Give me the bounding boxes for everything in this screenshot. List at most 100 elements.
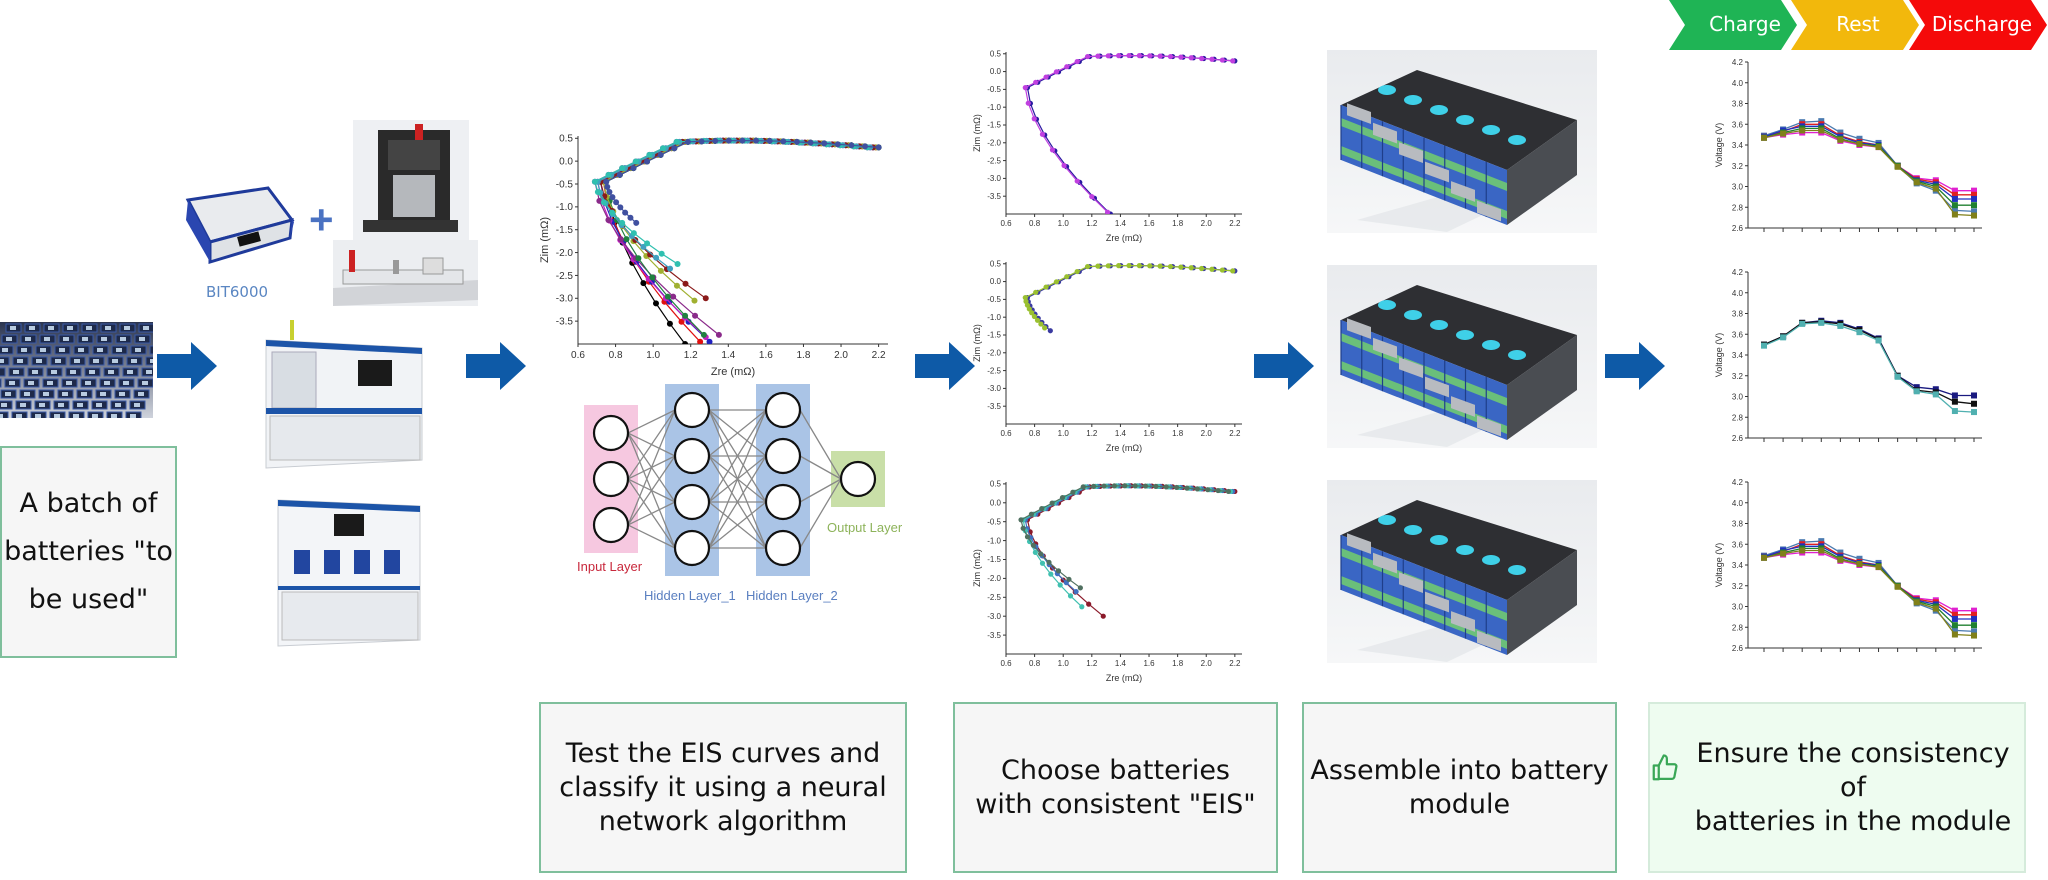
battery-cell-top [82, 337, 88, 341]
data-point [1971, 607, 1977, 614]
step-test-box: Test the EIS curves and classify it usin… [539, 702, 907, 873]
x-tick-label: 1.4 [1115, 659, 1127, 668]
y-tick-label: 2.6 [1732, 224, 1744, 233]
data-point [1894, 373, 1901, 380]
nn-edge [627, 409, 676, 480]
data-point [1104, 209, 1111, 214]
phase-discharge [1909, 0, 2048, 50]
data-point [807, 139, 814, 146]
data-point [606, 189, 613, 195]
data-point [1122, 483, 1128, 489]
data-point [1219, 57, 1225, 63]
x-tick-label: 2.2 [872, 350, 886, 361]
data-point [605, 171, 612, 178]
data-point [682, 280, 689, 287]
data-point [1951, 398, 1958, 405]
phase-rest [1791, 0, 1921, 50]
data-point [591, 178, 598, 185]
y-tick-label: 3.2 [1732, 162, 1744, 171]
y-tick-label: 4.0 [1732, 499, 1744, 508]
data-point [1837, 549, 1844, 556]
y-tick-label: 4.2 [1732, 58, 1744, 67]
y-tick-label: -2.5 [987, 593, 1001, 602]
x-tick-label: 0.6 [571, 350, 585, 361]
battery-cell-top [21, 348, 27, 352]
data-point [1837, 136, 1844, 143]
battery-cell-top [124, 326, 130, 330]
data-point [1033, 79, 1039, 85]
data-point [674, 261, 681, 267]
data-point [619, 219, 626, 226]
data-point [1856, 329, 1863, 336]
data-point [1951, 202, 1958, 209]
data-point [1079, 604, 1085, 610]
data-point [603, 178, 610, 185]
data-point [1028, 511, 1034, 517]
battery-cell-top [115, 403, 121, 407]
battery-cell-top [130, 414, 136, 418]
y-tick-label: -1.5 [556, 225, 574, 236]
y-tick-label: -2.5 [987, 366, 1001, 375]
data-point [1055, 568, 1062, 574]
data-point [1188, 265, 1194, 271]
bit6000-label: BIT6000 [206, 283, 269, 301]
data-point [1219, 267, 1225, 273]
nn-edge [799, 478, 842, 503]
data-point [1157, 53, 1163, 59]
step-assemble-line: module [1408, 788, 1511, 820]
data-point [652, 300, 659, 307]
battery-cell-top [81, 392, 87, 396]
x-axis-label: Zre (mΩ) [1106, 443, 1142, 453]
x-tick-label: 2.0 [1201, 429, 1213, 438]
data-point [1053, 69, 1060, 75]
nn-node [673, 437, 711, 475]
battery-cell-top [135, 348, 141, 352]
y-tick-label: -2.0 [987, 574, 1001, 583]
data-point [1048, 571, 1054, 577]
data-point [702, 295, 709, 302]
battery-cell-top [48, 326, 54, 330]
nn-node [592, 460, 630, 498]
battery-cell-top [44, 337, 50, 341]
cell-terminal [1404, 310, 1422, 320]
y-tick-label: 3.8 [1732, 100, 1744, 109]
y-tick-label: 3.2 [1732, 372, 1744, 381]
y-tick-label: 3.8 [1732, 520, 1744, 529]
x-tick-label: 2.0 [1201, 219, 1213, 228]
data-point [1761, 342, 1767, 349]
busbar [1477, 415, 1501, 437]
battery-batch-photo [0, 322, 153, 418]
battery-cell [149, 345, 153, 355]
data-point [1971, 208, 1977, 215]
x-tick-label: 0.6 [1000, 219, 1012, 228]
data-point [1147, 53, 1153, 59]
battery-cell [0, 411, 9, 418]
data-point [875, 144, 882, 151]
cell-terminal [1430, 320, 1448, 330]
battery-cell-top [54, 414, 60, 418]
series-line-cell-5 [1763, 127, 1974, 206]
data-point [1178, 54, 1184, 60]
x-tick-label: 2.2 [1229, 429, 1241, 438]
data-point [1053, 279, 1060, 285]
y-tick-label: 2.8 [1732, 413, 1744, 422]
data-point [1132, 483, 1138, 489]
cell-terminal [1482, 555, 1500, 565]
data-point [1074, 58, 1080, 65]
series-line-cell-a [1026, 55, 1235, 214]
y-tick-label: 3.6 [1732, 540, 1744, 549]
data-point [1932, 391, 1939, 398]
battery-cell-top [85, 381, 91, 385]
step-batch-line: A batch of [19, 488, 158, 519]
x-tick-label: 2.2 [1229, 659, 1241, 668]
data-point [1856, 140, 1863, 147]
data-point [1084, 263, 1091, 270]
flow-arrow-1 [157, 342, 221, 390]
battery-module-image-2 [1327, 265, 1597, 448]
y-tick-label: -2.0 [987, 138, 1001, 147]
y-tick-label: -1.5 [987, 555, 1001, 564]
series-line-cell-5 [1763, 547, 1974, 626]
data-point [1971, 622, 1977, 629]
battery-cell-top [97, 348, 103, 352]
